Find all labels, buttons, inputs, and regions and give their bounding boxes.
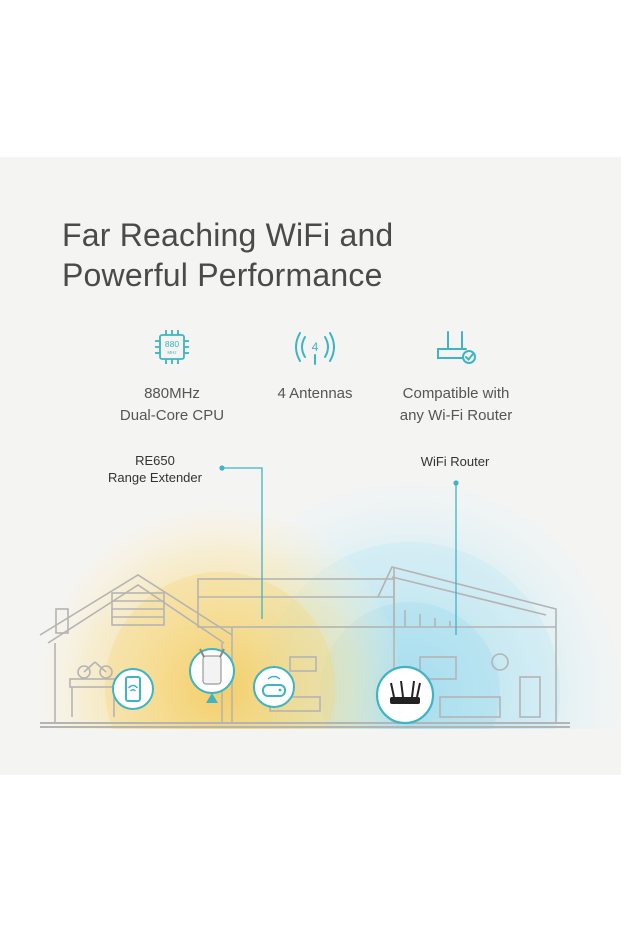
feature-cpu-label: 880MHz Dual-Core CPU	[87, 383, 257, 427]
wifi-coverage-areas	[40, 482, 620, 729]
router-check-icon	[437, 331, 476, 364]
callout-leaders	[222, 467, 457, 635]
feature-compatibility-label: Compatible with any Wi-Fi Router	[371, 383, 541, 427]
callout-extender-line-1: RE650	[135, 453, 175, 468]
callout-router-line-1: WiFi Router	[420, 454, 490, 469]
callout-wifi-router: WiFi Router	[400, 453, 510, 470]
antenna-icon-text: 4	[312, 340, 319, 354]
callout-range-extender: RE650 Range Extender	[92, 452, 218, 486]
extender-device-bubble	[189, 648, 235, 703]
extender-leader-dot	[219, 465, 225, 471]
feature-cpu-line-2: Dual-Core CPU	[119, 407, 225, 424]
router-leader-dot	[453, 480, 459, 486]
cpu-chip-icon: 880 MHz	[155, 330, 189, 364]
product-banner: Far Reaching WiFi and Powerful Performan…	[0, 157, 621, 775]
feature-compatibility: Compatible with any Wi-Fi Router	[371, 327, 541, 427]
headline-line-2: Powerful Performance	[62, 257, 383, 293]
antenna-icon: 4	[295, 332, 335, 365]
phone-device-bubble	[112, 668, 154, 710]
feature-antennas-line-1: 4 Antennas	[277, 385, 353, 402]
cpu-icon-text: 880	[165, 339, 179, 349]
feature-cpu-line-1: 880MHz	[144, 385, 200, 402]
cpu-icon-subtext: MHz	[167, 350, 177, 355]
headline: Far Reaching WiFi and Powerful Performan…	[62, 215, 393, 295]
house-coverage-illustration	[39, 465, 620, 729]
feature-antennas-label: 4 Antennas	[230, 383, 400, 405]
feature-compatibility-line-2: any Wi-Fi Router	[399, 407, 513, 424]
callout-extender-line-2: Range Extender	[108, 470, 202, 485]
feature-cpu: 880 MHz 880MHz Dual-Core CPU	[87, 327, 257, 427]
feature-compatibility-line-1: Compatible with	[402, 385, 510, 402]
gaming-device-bubble	[253, 666, 295, 708]
router-device-bubble	[375, 665, 435, 725]
headline-line-1: Far Reaching WiFi and	[62, 217, 394, 253]
feature-antennas: 4 4 Antennas	[230, 327, 400, 405]
house-outline	[39, 566, 570, 728]
